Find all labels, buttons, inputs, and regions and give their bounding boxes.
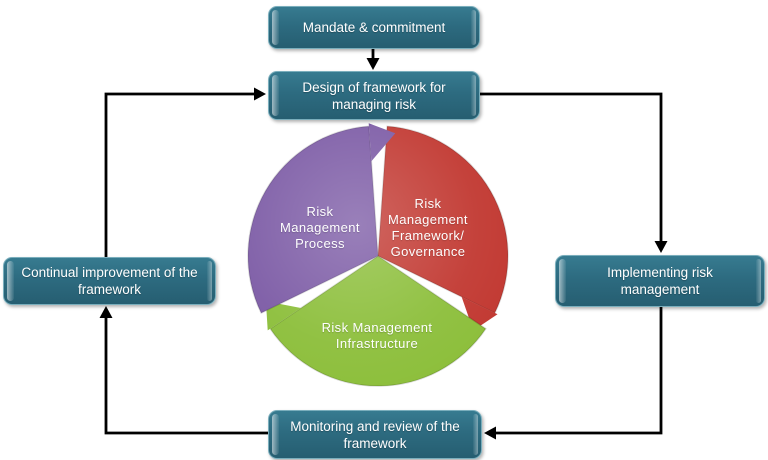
arrow-implementing-to-monitoring [484,304,663,440]
monitoring-box-label: Monitoring and review of the framework [290,418,460,451]
monitoring-box: Monitoring and review of the framework [268,410,482,459]
continual-improvement-box-label: Continual improvement of the framework [21,265,198,297]
arrow-continual-to-design [104,87,266,258]
pie-gloss-overlay [247,125,509,387]
implementing-box-label: Implementing risk management [607,265,713,297]
mandate-box-label: Mandate & commitment [302,20,446,35]
continual-improvement-box: Continual improvement of the framework [3,257,216,305]
cycle-pie [247,123,509,387]
mandate-box: Mandate & commitment [268,6,480,49]
design-box-label: Design of framework for managing risk [302,79,446,112]
arrow-mandate-to-design [366,47,380,70]
implementing-box: Implementing risk management [555,255,765,307]
design-box: Design of framework for managing risk [268,71,480,120]
arrow-monitoring-to-continual [99,306,268,435]
arrow-design-to-implementing [478,92,668,253]
